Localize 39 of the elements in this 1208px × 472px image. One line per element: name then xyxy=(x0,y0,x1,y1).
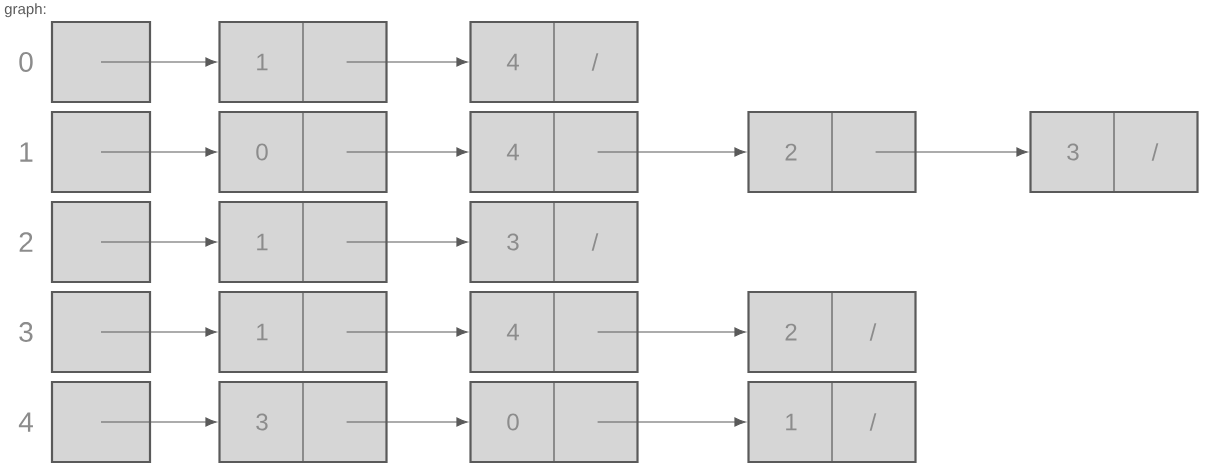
arrow xyxy=(346,57,468,67)
arrow xyxy=(346,147,468,157)
head-box xyxy=(50,200,152,284)
list-node: 0 xyxy=(218,110,388,194)
row-number: 4 xyxy=(18,412,33,432)
arrow xyxy=(597,327,746,337)
list-node: 3 / xyxy=(1029,110,1199,194)
row-number: 0 xyxy=(19,52,33,72)
arrow xyxy=(875,147,1028,157)
arrow xyxy=(100,147,217,157)
list-node: 4 xyxy=(469,110,639,194)
row-number: 3 xyxy=(19,322,33,342)
list-node: 0 xyxy=(469,380,639,464)
arrow xyxy=(597,147,746,157)
head-box xyxy=(50,110,152,194)
head-box xyxy=(50,380,152,464)
arrow xyxy=(100,417,217,427)
list-node: 3 xyxy=(218,380,388,464)
list-node: 4 xyxy=(469,290,639,374)
list-node: 1 xyxy=(218,290,388,374)
list-node: 3 / xyxy=(469,200,639,284)
list-node: 1 xyxy=(218,200,388,284)
list-node: 1 xyxy=(218,20,388,104)
arrow xyxy=(100,57,217,67)
head-box xyxy=(50,20,152,104)
list-node: 1 / xyxy=(747,380,917,464)
heading: graph: xyxy=(4,3,46,18)
list-node: 4 / xyxy=(469,20,639,104)
arrow xyxy=(100,327,217,337)
list-node: 2 / xyxy=(747,290,917,374)
arrow xyxy=(346,237,468,247)
row-number: 1 xyxy=(20,142,33,162)
arrow xyxy=(100,237,217,247)
list-node: 2 xyxy=(747,110,917,194)
arrow xyxy=(346,327,468,337)
arrow xyxy=(346,417,468,427)
head-box xyxy=(50,290,152,374)
row-number: 2 xyxy=(19,232,33,252)
arrow xyxy=(597,417,746,427)
